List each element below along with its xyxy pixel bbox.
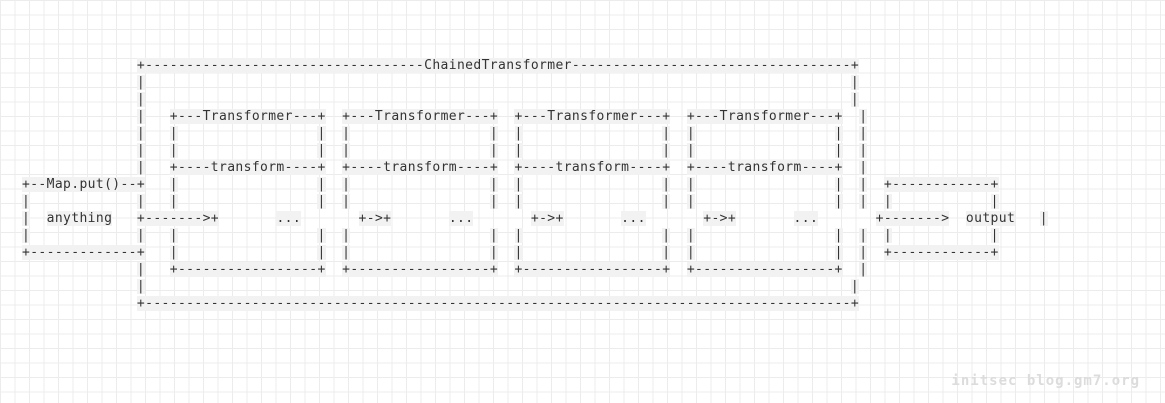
diagram-line: +---------------------------------------… — [136, 296, 860, 311]
diagram-line: +-------------+ | | | | | | | | | +-----… — [22, 245, 999, 260]
diagram-line: | | | | | | | | | | — [136, 143, 868, 158]
watermark: initsec blog.gm7.org — [951, 373, 1140, 389]
diagram-line: | | — [136, 92, 860, 107]
diagram-line: +----------------------------------Chain… — [136, 58, 860, 73]
diagram-line: | +-----------------+ +-----------------… — [136, 262, 868, 277]
diagram-line: | +----transform----+ +----transform----… — [136, 160, 868, 175]
diagram-line: | | — [136, 75, 860, 90]
ascii-art-diagram: +----------------------------------Chain… — [22, 57, 1048, 312]
diagram-line: | +---Transformer---+ +---Transformer---… — [136, 109, 868, 124]
diagram-line: +--Map.put()--+ | | | | | | | | | +-----… — [22, 177, 999, 192]
diagram-line: | | | | | | | | | | | | | — [22, 194, 999, 209]
diagram-line: | | | | | | | | | | — [136, 126, 868, 141]
diagram-line: | | — [136, 279, 860, 294]
diagram-line: | | | | | | | | | | | | | — [22, 228, 999, 243]
diagram-line: | anything +------->+ ... +->+ ... +->+ … — [22, 211, 1048, 226]
